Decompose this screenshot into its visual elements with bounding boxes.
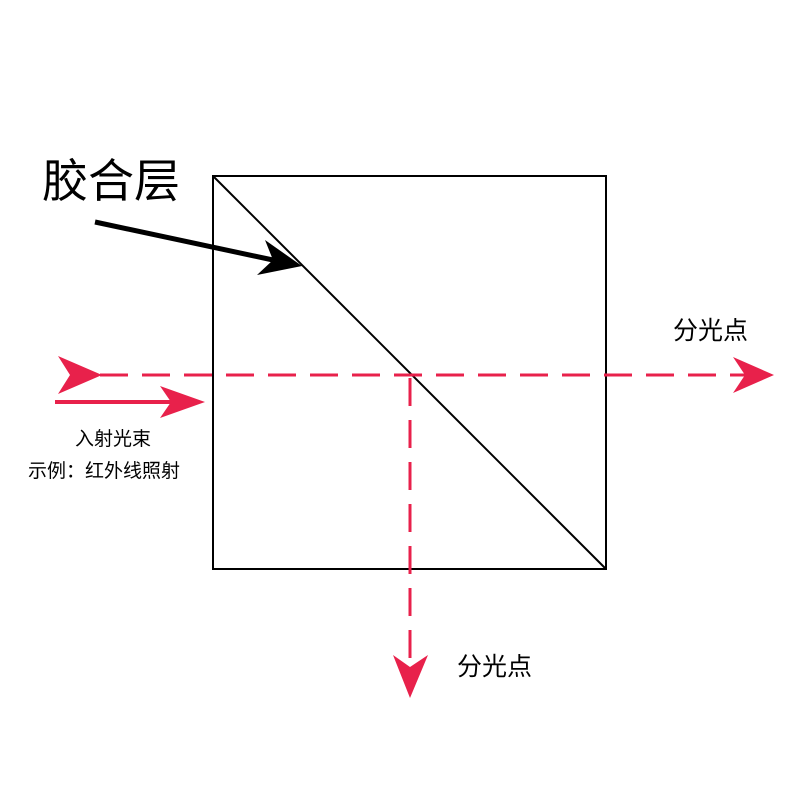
- beam-start-arrowhead: [58, 356, 102, 394]
- glue-layer-pointer-arrowhead: [257, 240, 302, 275]
- horizontal-beam-arrowhead: [733, 357, 774, 393]
- glue-layer-label: 胶合层: [42, 154, 180, 208]
- split-point-label-bottom: 分光点: [457, 652, 532, 681]
- vertical-beam-arrowhead: [393, 655, 428, 698]
- glue-layer-pointer-line: [94, 219, 274, 263]
- example-note-label: 示例：红外线照射: [28, 460, 180, 482]
- split-point-label-right: 分光点: [673, 316, 748, 345]
- glue-layer-diagonal: [212, 175, 607, 570]
- incident-beam-arrowhead: [160, 386, 205, 418]
- incident-beam-label: 入射光束: [75, 428, 151, 450]
